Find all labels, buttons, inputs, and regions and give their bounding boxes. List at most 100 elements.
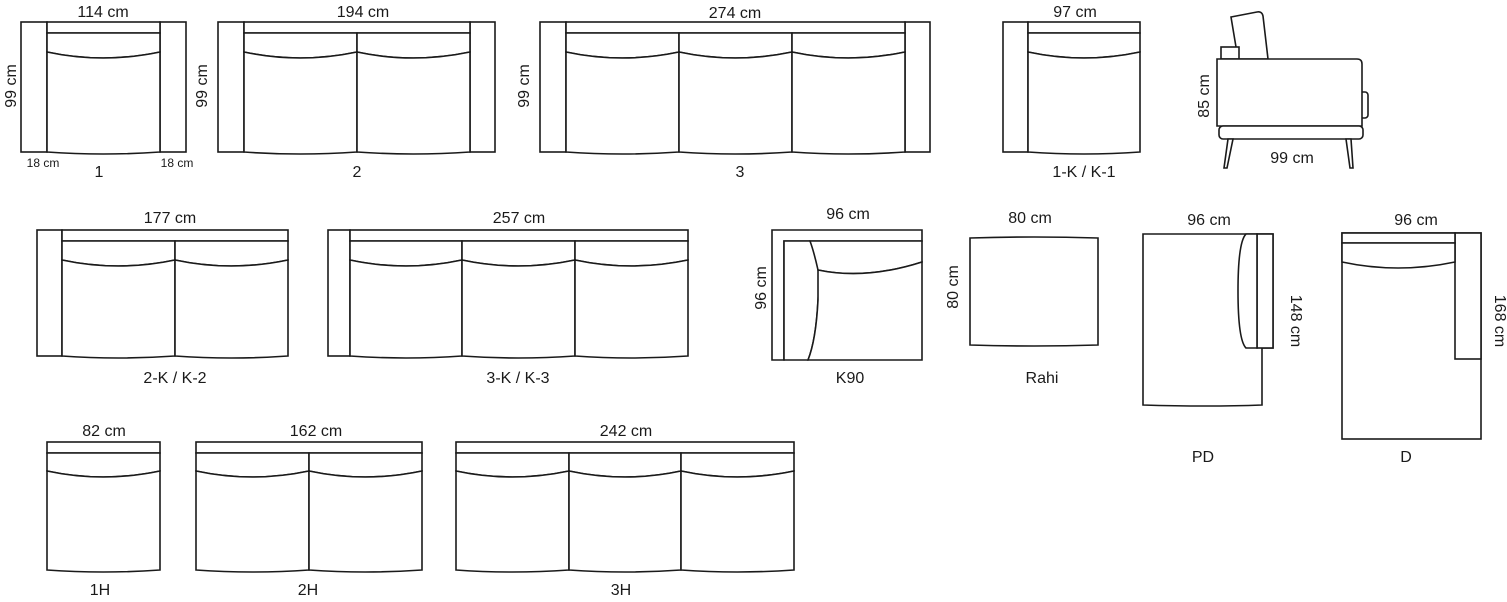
backrest xyxy=(195,441,423,454)
seat-cushion xyxy=(806,260,923,361)
module-name: 1-K / K-1 xyxy=(1052,164,1115,181)
module-pd xyxy=(1142,233,1274,407)
seat-cushion xyxy=(46,51,161,155)
left-arm xyxy=(217,21,245,153)
backrest xyxy=(46,441,161,454)
seat-cushion xyxy=(565,51,680,155)
module-name: 2-K / K-2 xyxy=(143,370,206,387)
left-arm xyxy=(327,229,351,357)
left-arm xyxy=(1002,21,1029,153)
module-name: 2H xyxy=(298,582,318,599)
width-label: 114 cm xyxy=(77,4,128,21)
seat-cushion xyxy=(349,259,463,359)
left-arm-label: 18 cm xyxy=(27,156,60,170)
seat-cushion xyxy=(574,259,689,359)
seat-cushion xyxy=(174,259,289,359)
seat-cushion xyxy=(678,51,793,155)
backrest xyxy=(1027,21,1141,34)
back-cushion xyxy=(1027,32,1141,59)
module-2h xyxy=(195,441,423,573)
width-label: 96 cm xyxy=(826,206,870,223)
seat-cushion xyxy=(356,51,471,155)
width-label: 242 cm xyxy=(600,423,652,440)
backrest xyxy=(1341,232,1456,244)
seat-cushion xyxy=(461,259,576,359)
backrest xyxy=(349,229,689,242)
depth-label: 99 cm xyxy=(516,64,533,108)
width-label: 194 cm xyxy=(337,4,389,21)
seat-cushion xyxy=(308,470,423,573)
right-arm xyxy=(904,21,931,153)
module-1k xyxy=(1002,21,1141,155)
back-cushion xyxy=(1237,233,1258,349)
seat-cushion xyxy=(680,470,795,573)
module-name: 1 xyxy=(95,164,104,181)
width-label: 96 cm xyxy=(1187,212,1231,229)
module-d xyxy=(1341,232,1482,440)
width-label: 96 cm xyxy=(1394,212,1438,229)
height-label: 85 cm xyxy=(1196,74,1213,118)
module-2 xyxy=(217,21,496,155)
depth-label: 80 cm xyxy=(945,265,962,309)
backrest xyxy=(455,441,795,454)
arm xyxy=(1454,232,1482,360)
sofa-body xyxy=(1216,58,1363,127)
left-arm xyxy=(539,21,567,153)
arm xyxy=(1256,233,1274,349)
left-arm xyxy=(20,21,48,153)
module-name: 3 xyxy=(736,164,745,181)
leg xyxy=(1223,138,1234,169)
backrest xyxy=(46,21,161,34)
module-name: PD xyxy=(1192,449,1214,466)
width-label: 97 cm xyxy=(1053,4,1097,21)
module-name: D xyxy=(1400,449,1412,466)
width-label: 80 cm xyxy=(1008,210,1052,227)
width-label: 99 cm xyxy=(1270,150,1314,167)
module-3h xyxy=(455,441,795,573)
depth-label: 148 cm xyxy=(1287,295,1304,347)
seat-cushion xyxy=(1027,51,1141,155)
depth-label: 96 cm xyxy=(753,266,770,310)
depth-label: 168 cm xyxy=(1491,295,1507,347)
module-name: 3H xyxy=(611,582,631,599)
headrest-mount xyxy=(1220,46,1240,60)
seat-cushion xyxy=(46,470,161,573)
side-view xyxy=(1216,11,1369,169)
module-name: 1H xyxy=(90,582,110,599)
module-3k xyxy=(327,229,689,359)
module-name: 2 xyxy=(353,164,362,181)
seat-cushion xyxy=(791,51,906,155)
module-1h xyxy=(46,441,161,573)
width-label: 82 cm xyxy=(82,423,126,440)
left-arm xyxy=(36,229,63,357)
seat-cushion xyxy=(243,51,358,155)
leg xyxy=(1345,138,1354,169)
width-label: 177 cm xyxy=(144,210,196,227)
module-k90 xyxy=(771,229,923,361)
module-2k xyxy=(36,229,289,359)
module-name: K90 xyxy=(836,370,865,387)
module-rahi xyxy=(969,236,1099,347)
backrest xyxy=(243,21,471,34)
seat-cushion xyxy=(195,470,310,573)
right-arm xyxy=(159,21,187,153)
headrest xyxy=(1230,11,1269,60)
backrest xyxy=(61,229,289,242)
sofa-base xyxy=(1218,125,1364,140)
seat-cushion xyxy=(568,470,682,573)
depth-label: 99 cm xyxy=(194,64,211,108)
module-1 xyxy=(20,21,187,155)
module-3 xyxy=(539,21,931,155)
width-label: 162 cm xyxy=(290,423,342,440)
right-arm xyxy=(469,21,496,153)
width-label: 257 cm xyxy=(493,210,545,227)
back-cushion xyxy=(349,240,463,267)
seat-cushion xyxy=(61,259,176,359)
width-label: 274 cm xyxy=(709,5,761,22)
module-name: 3-K / K-3 xyxy=(486,370,549,387)
module-name: Rahi xyxy=(1026,370,1059,387)
depth-label: 99 cm xyxy=(3,64,20,108)
back-cushion xyxy=(1341,242,1456,269)
right-arm-label: 18 cm xyxy=(161,156,194,170)
